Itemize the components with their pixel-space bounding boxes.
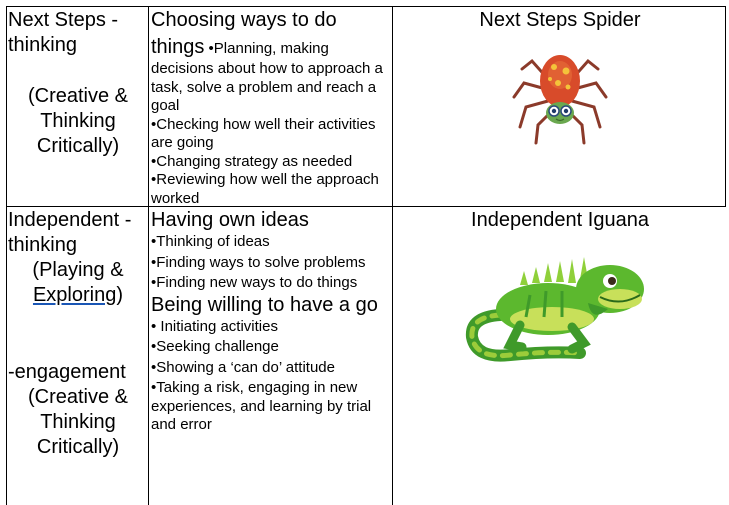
row2-engagement-label: -engagement: [8, 361, 126, 383]
list-item: •Finding new ways to do things: [151, 274, 358, 291]
row2-engagement-sub1: (Creative &: [27, 386, 129, 408]
row1-section-title: Choosing ways to do: [151, 9, 337, 31]
spider-icon: [512, 55, 608, 145]
list-item: •Checking how well their activities are …: [151, 115, 376, 152]
row1-character-title: Next Steps Spider: [479, 9, 641, 31]
list-item: • Initiating activities: [151, 317, 278, 335]
row2-sub-close: ): [116, 284, 124, 306]
table-row-divider: [6, 206, 726, 207]
list-item: •Showing a ‘can do’ attitude: [151, 358, 335, 376]
row2-heading-line1: Independent -: [8, 209, 132, 231]
iguana-illustration: [460, 237, 660, 367]
row2-heading-cell: Independent - thinking (Playing & Explor…: [8, 208, 148, 460]
table-col-divider-2: [392, 6, 393, 505]
row2-section1-title: Having own ideas: [151, 209, 309, 231]
row2-description-cell: Having own ideas •Thinking of ideas •Fin…: [151, 208, 394, 435]
list-item: •Thinking of ideas: [151, 233, 270, 250]
row2-sub-line2: Exploring): [8, 283, 148, 308]
row2-section2-title: Being willing to have a go: [151, 293, 378, 316]
row2-character-title: Independent Iguana: [471, 209, 649, 231]
list-item: •Finding ways to solve problems: [151, 253, 366, 271]
exploring-spellcheck-word: Exploring: [32, 284, 117, 306]
table-border-right: [725, 6, 726, 206]
table-border-top: [6, 6, 726, 7]
row2-engagement-sub2: Thinking: [40, 411, 116, 433]
list-item: •Reviewing how well the approach worked: [151, 171, 379, 207]
row1-character-cell: Next Steps Spider: [395, 8, 725, 149]
list-item: •Seeking challenge: [151, 338, 279, 355]
list-item: •Changing strategy as needed: [151, 152, 353, 170]
row2-heading-line2: thinking: [8, 234, 77, 256]
row1-section-title-cont: things: [151, 36, 205, 58]
table-border-left: [6, 6, 7, 505]
row2-character-cell: Independent Iguana: [395, 208, 725, 367]
row1-inline-item: •Planning, making decisions about how to…: [151, 40, 383, 114]
row1-inline-paragraph: things •Planning, making decisions about…: [151, 35, 394, 116]
row1-description-cell: Choosing ways to do things •Planning, ma…: [151, 8, 394, 208]
row2-engagement-sub3: Critically): [36, 436, 120, 458]
row1-sub-line1: (Creative &: [27, 85, 129, 107]
row1-heading-line2: thinking: [8, 34, 77, 56]
spider-illustration: [510, 39, 610, 149]
row2-sub-line1: (Playing &: [32, 259, 124, 281]
row1-sub-line3: Critically): [36, 135, 120, 157]
row1-sub-line2: Thinking: [40, 110, 116, 132]
iguana-icon: [465, 257, 644, 362]
row1-heading-cell: Next Steps - thinking (Creative & Thinki…: [8, 8, 148, 159]
list-item: •Taking a risk, engaging in new experien…: [151, 379, 372, 433]
table-col-divider-1: [148, 6, 149, 505]
row1-heading-line1: Next Steps -: [8, 9, 119, 31]
